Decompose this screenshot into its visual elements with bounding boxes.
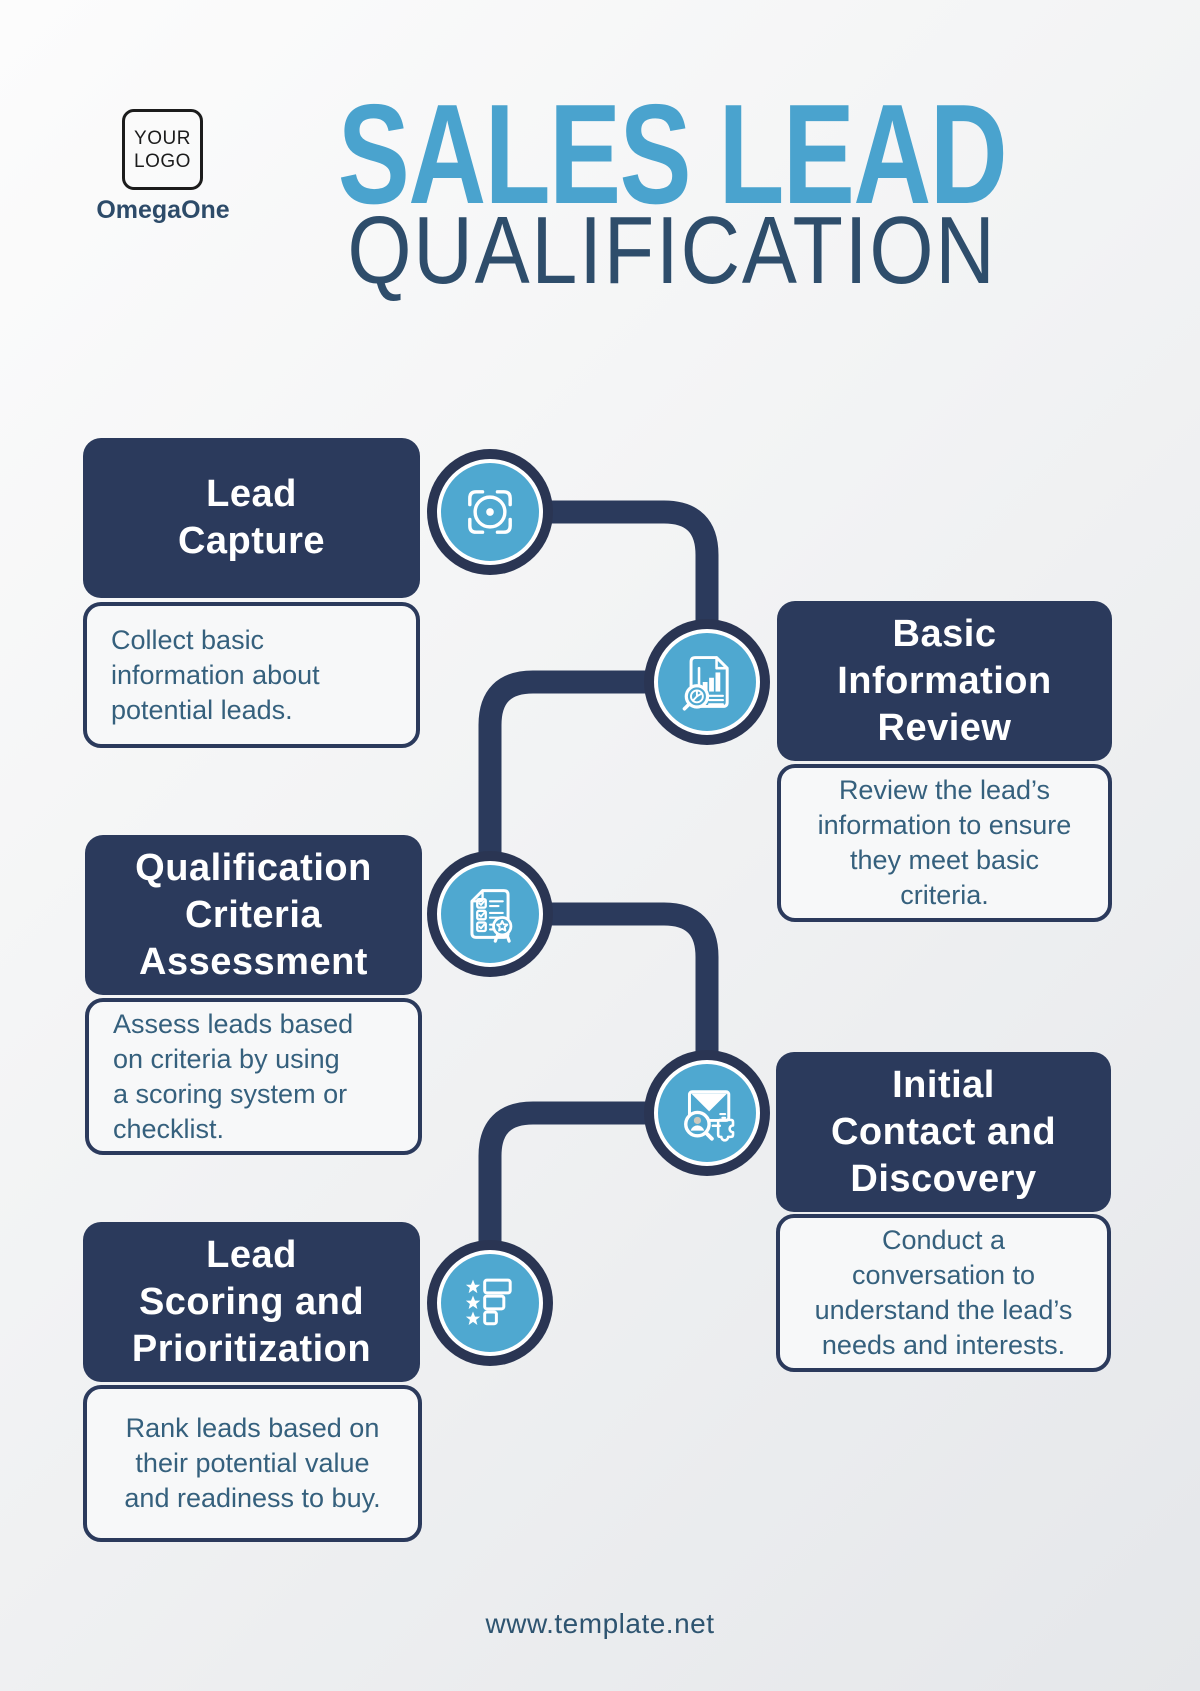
brand-name: OmegaOne — [96, 196, 230, 224]
step4-description-box: Conduct a conversation to understand the… — [776, 1214, 1111, 1372]
step5-title-line2: Scoring and — [138, 1280, 365, 1323]
connector-segment-1 — [478, 500, 719, 694]
step4-node — [644, 1050, 770, 1176]
step3-title-line2: Criteria — [184, 893, 323, 936]
step1-title-box: Lead Capture — [83, 438, 420, 598]
connector-segment-2 — [478, 670, 719, 926]
step4-node-inner — [654, 1060, 760, 1166]
connector-segment-3 — [478, 902, 719, 1125]
connector-segment-4 — [478, 1101, 719, 1315]
step2-description: Review the lead’s information to ensure … — [817, 775, 1072, 910]
step2-description-box: Review the lead’s information to ensure … — [777, 764, 1112, 922]
step4-title-line3: Discovery — [850, 1157, 1037, 1200]
step3-description: Assess leads based on criteria by using … — [113, 1008, 354, 1144]
step5-title-line1: Lead — [206, 1233, 297, 1276]
step1-title-line1: Lead — [206, 473, 297, 515]
step3-node — [427, 851, 553, 977]
step5-node — [427, 1240, 553, 1366]
step1-description-box: Collect basic information about potentia… — [83, 602, 420, 748]
step2-title-line3: Review — [877, 706, 1012, 749]
logo-placeholder: YOUR LOGO — [122, 109, 203, 190]
step4-title-box: Initial Contact and Discovery — [776, 1052, 1111, 1212]
camera-scan-icon — [468, 490, 512, 534]
step3-description-box: Assess leads based on criteria by using … — [85, 998, 422, 1155]
star-ranking-icon — [465, 1278, 512, 1326]
step5-description: Rank leads based on their potential valu… — [124, 1413, 381, 1513]
step5-description-box: Rank leads based on their potential valu… — [83, 1385, 422, 1542]
logo-text-line1: YOUR — [134, 127, 191, 149]
step2-title-box: Basic Information Review — [777, 601, 1112, 761]
step1-description: Collect basic information about potentia… — [111, 624, 320, 725]
step3-title-line1: Qualification — [135, 846, 372, 889]
step1-node — [427, 449, 553, 575]
page-title: SALES LEAD — [337, 75, 1008, 234]
step5-title-line3: Prioritization — [131, 1327, 372, 1370]
report-analysis-icon — [682, 656, 729, 711]
step2-node-inner — [654, 629, 760, 735]
step1-node-inner — [437, 459, 543, 565]
logo-text-line2: LOGO — [134, 150, 191, 172]
page-subtitle: QUALIFICATION — [347, 197, 997, 304]
step4-description: Conduct a conversation to understand the… — [814, 1225, 1073, 1360]
checklist-award-icon — [470, 889, 513, 943]
step5-title-box: Lead Scoring and Prioritization — [83, 1222, 420, 1382]
step4-title-line2: Contact and — [830, 1110, 1057, 1153]
step1-title-line2: Capture — [177, 520, 326, 562]
step2-title-line2: Information — [837, 659, 1052, 702]
email-search-puzzle-icon — [684, 1090, 735, 1142]
step3-node-inner — [437, 861, 543, 967]
step5-node-inner — [437, 1250, 543, 1356]
website-url: www.template.net — [485, 1608, 715, 1639]
step2-node — [644, 619, 770, 745]
step4-title-line1: Initial — [892, 1063, 995, 1106]
step2-title-line1: Basic — [892, 612, 997, 655]
step3-title-line3: Assessment — [139, 940, 368, 983]
step3-title-box: Qualification Criteria Assessment — [85, 835, 422, 995]
